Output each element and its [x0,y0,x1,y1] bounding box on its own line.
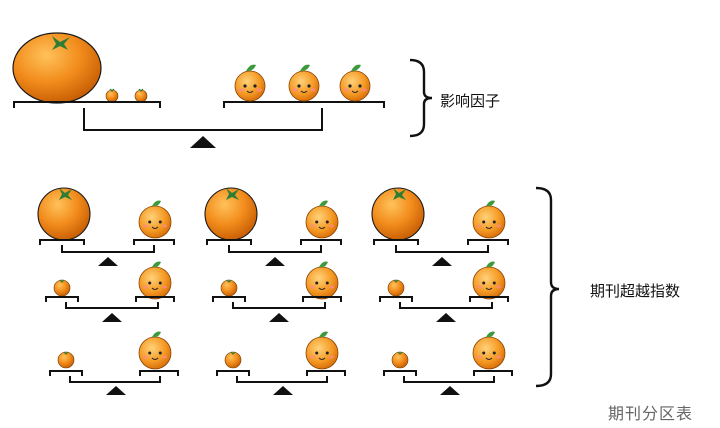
big-orange [12,32,102,104]
cute-orange [339,64,371,102]
balance [204,187,342,266]
small-orange [220,279,238,297]
small-orange [105,88,119,103]
balance [49,331,179,395]
balance [37,187,175,266]
watermark: 期刊分区表 [608,404,694,423]
fulcrum [98,257,118,266]
fulcrum [102,313,122,322]
balance [383,331,513,395]
cute-orange [288,64,320,102]
big-orange [204,187,258,241]
impact-factor-label: 影响因子 [440,92,501,110]
fulcrum [273,386,293,395]
top-bracket [409,58,433,138]
cute-orange [138,261,172,300]
fulcrum [106,386,126,395]
balance [371,187,509,266]
balance [45,261,175,322]
big-orange [371,187,425,241]
balance [212,261,342,322]
cute-orange [138,331,172,370]
fulcrum [269,313,289,322]
small-orange [224,351,242,369]
cute-orange [472,331,506,370]
cute-orange [472,200,506,239]
small-orange [57,351,75,369]
cute-orange [234,64,266,102]
big-orange [37,187,91,241]
cute-orange [472,261,506,300]
fulcrum [265,257,285,266]
fulcrum [440,386,460,395]
cute-orange [305,200,339,239]
top-balance [12,32,385,148]
small-orange [134,88,148,103]
balance-grid [37,187,513,395]
small-orange [53,279,71,297]
balance [216,331,346,395]
small-orange [387,279,405,297]
fulcrum [436,313,456,322]
journal-index-label: 期刊超越指数 [590,282,681,300]
fulcrum [432,257,452,266]
cute-orange [305,261,339,300]
cute-orange [305,331,339,370]
balance [379,261,509,322]
cute-orange [138,200,172,239]
small-orange [391,351,409,369]
grid-bracket [535,186,560,388]
